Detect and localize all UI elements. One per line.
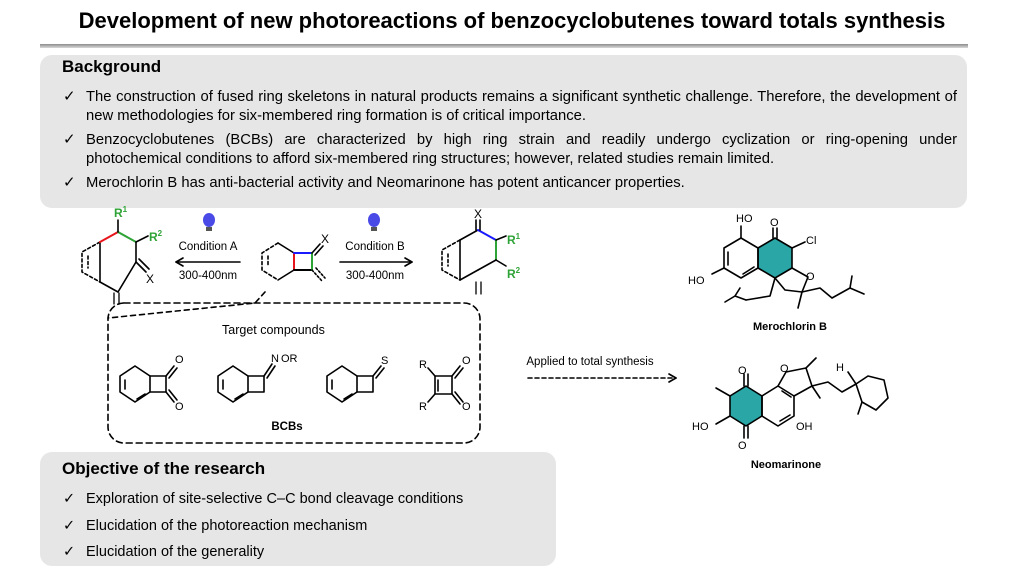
- objective-item: ✓Exploration of site-selective C–C bond …: [63, 491, 464, 507]
- target-connector: [107, 291, 266, 319]
- target-thione: [326, 365, 385, 403]
- background-panel: Background ✓The construction of fused ri…: [40, 55, 967, 208]
- objective-item: ✓Elucidation of the photoreaction mechan…: [63, 517, 368, 534]
- svg-text:O: O: [462, 355, 471, 367]
- target-squaraine: [427, 365, 464, 405]
- background-item: ✓The construction of fused ring skeleton…: [63, 89, 957, 124]
- merochlorin-structure: [711, 225, 865, 309]
- bcbs-label: BCBs: [271, 421, 302, 433]
- wavelength-a-label: 300-400nm: [179, 270, 237, 282]
- svg-text:S: S: [381, 355, 388, 367]
- target-dione: [119, 365, 178, 403]
- svg-text:H: H: [836, 362, 844, 374]
- lightbulb-icon: [203, 213, 215, 231]
- check-icon: ✓: [63, 132, 76, 148]
- target-compounds-box: [107, 302, 481, 444]
- svg-text:HO: HO: [692, 421, 709, 433]
- background-item: ✓Benzocyclobutenes (BCBs) are characteri…: [63, 132, 957, 167]
- svg-text:O: O: [780, 363, 789, 375]
- background-list: ✓The construction of fused ring skeleton…: [60, 88, 957, 199]
- svg-text:X: X: [474, 207, 482, 221]
- svg-text:Cl: Cl: [806, 235, 816, 247]
- neomarinone-structure: [715, 357, 889, 439]
- svg-text:R: R: [419, 401, 427, 413]
- applied-label: Applied to total synthesis: [526, 356, 653, 368]
- objective-list: ✓Exploration of site-selective C–C bond …: [60, 490, 546, 570]
- svg-text:O: O: [738, 365, 747, 377]
- check-icon: ✓: [63, 544, 76, 560]
- svg-text:NOR: NOR: [271, 353, 298, 365]
- svg-text:O: O: [175, 354, 184, 366]
- lightbulb-icon: [368, 213, 380, 231]
- svg-text:OH: OH: [796, 421, 813, 433]
- target-oxime: [217, 363, 276, 403]
- neomarinone-label: Neomarinone: [751, 459, 821, 471]
- svg-text:O: O: [806, 271, 815, 283]
- svg-text:HO: HO: [688, 275, 705, 287]
- svg-text:R1: R1: [507, 232, 521, 247]
- svg-text:R2: R2: [507, 266, 521, 281]
- title-divider: [40, 44, 968, 48]
- product-b-structure: [441, 219, 507, 295]
- condition-a-label: Condition A: [179, 241, 238, 253]
- svg-text:O: O: [175, 401, 184, 413]
- background-heading: Background: [62, 57, 162, 76]
- svg-text:O: O: [738, 440, 747, 452]
- label-r1: R1: [114, 205, 128, 220]
- condition-b-label: Condition B: [345, 241, 405, 253]
- objective-item: ✓Elucidation of the generality: [63, 544, 265, 560]
- check-icon: ✓: [63, 517, 76, 534]
- svg-text:R: R: [419, 359, 427, 371]
- target-compounds-label: Target compounds: [222, 323, 325, 337]
- svg-text:HO: HO: [736, 213, 753, 225]
- objective-heading: Objective of the research: [62, 459, 266, 478]
- wavelength-b-label: 300-400nm: [346, 270, 404, 282]
- svg-text:O: O: [462, 401, 471, 413]
- product-a-structure: [81, 219, 150, 305]
- objective-panel: Objective of the research ✓Exploration o…: [40, 452, 556, 566]
- bcb-structure: [261, 242, 326, 282]
- svg-text:X: X: [321, 232, 329, 246]
- check-icon: ✓: [63, 175, 76, 191]
- svg-text:O: O: [770, 217, 779, 229]
- check-icon: ✓: [63, 89, 76, 105]
- merochlorin-label: Merochlorin B: [753, 321, 827, 333]
- label-x: X: [146, 272, 154, 286]
- page-title: Development of new photoreactions of ben…: [78, 8, 946, 33]
- background-item: ✓Merochlorin B has anti-bacterial activi…: [63, 175, 685, 191]
- label-r2: R2: [149, 229, 163, 244]
- check-icon: ✓: [63, 491, 76, 507]
